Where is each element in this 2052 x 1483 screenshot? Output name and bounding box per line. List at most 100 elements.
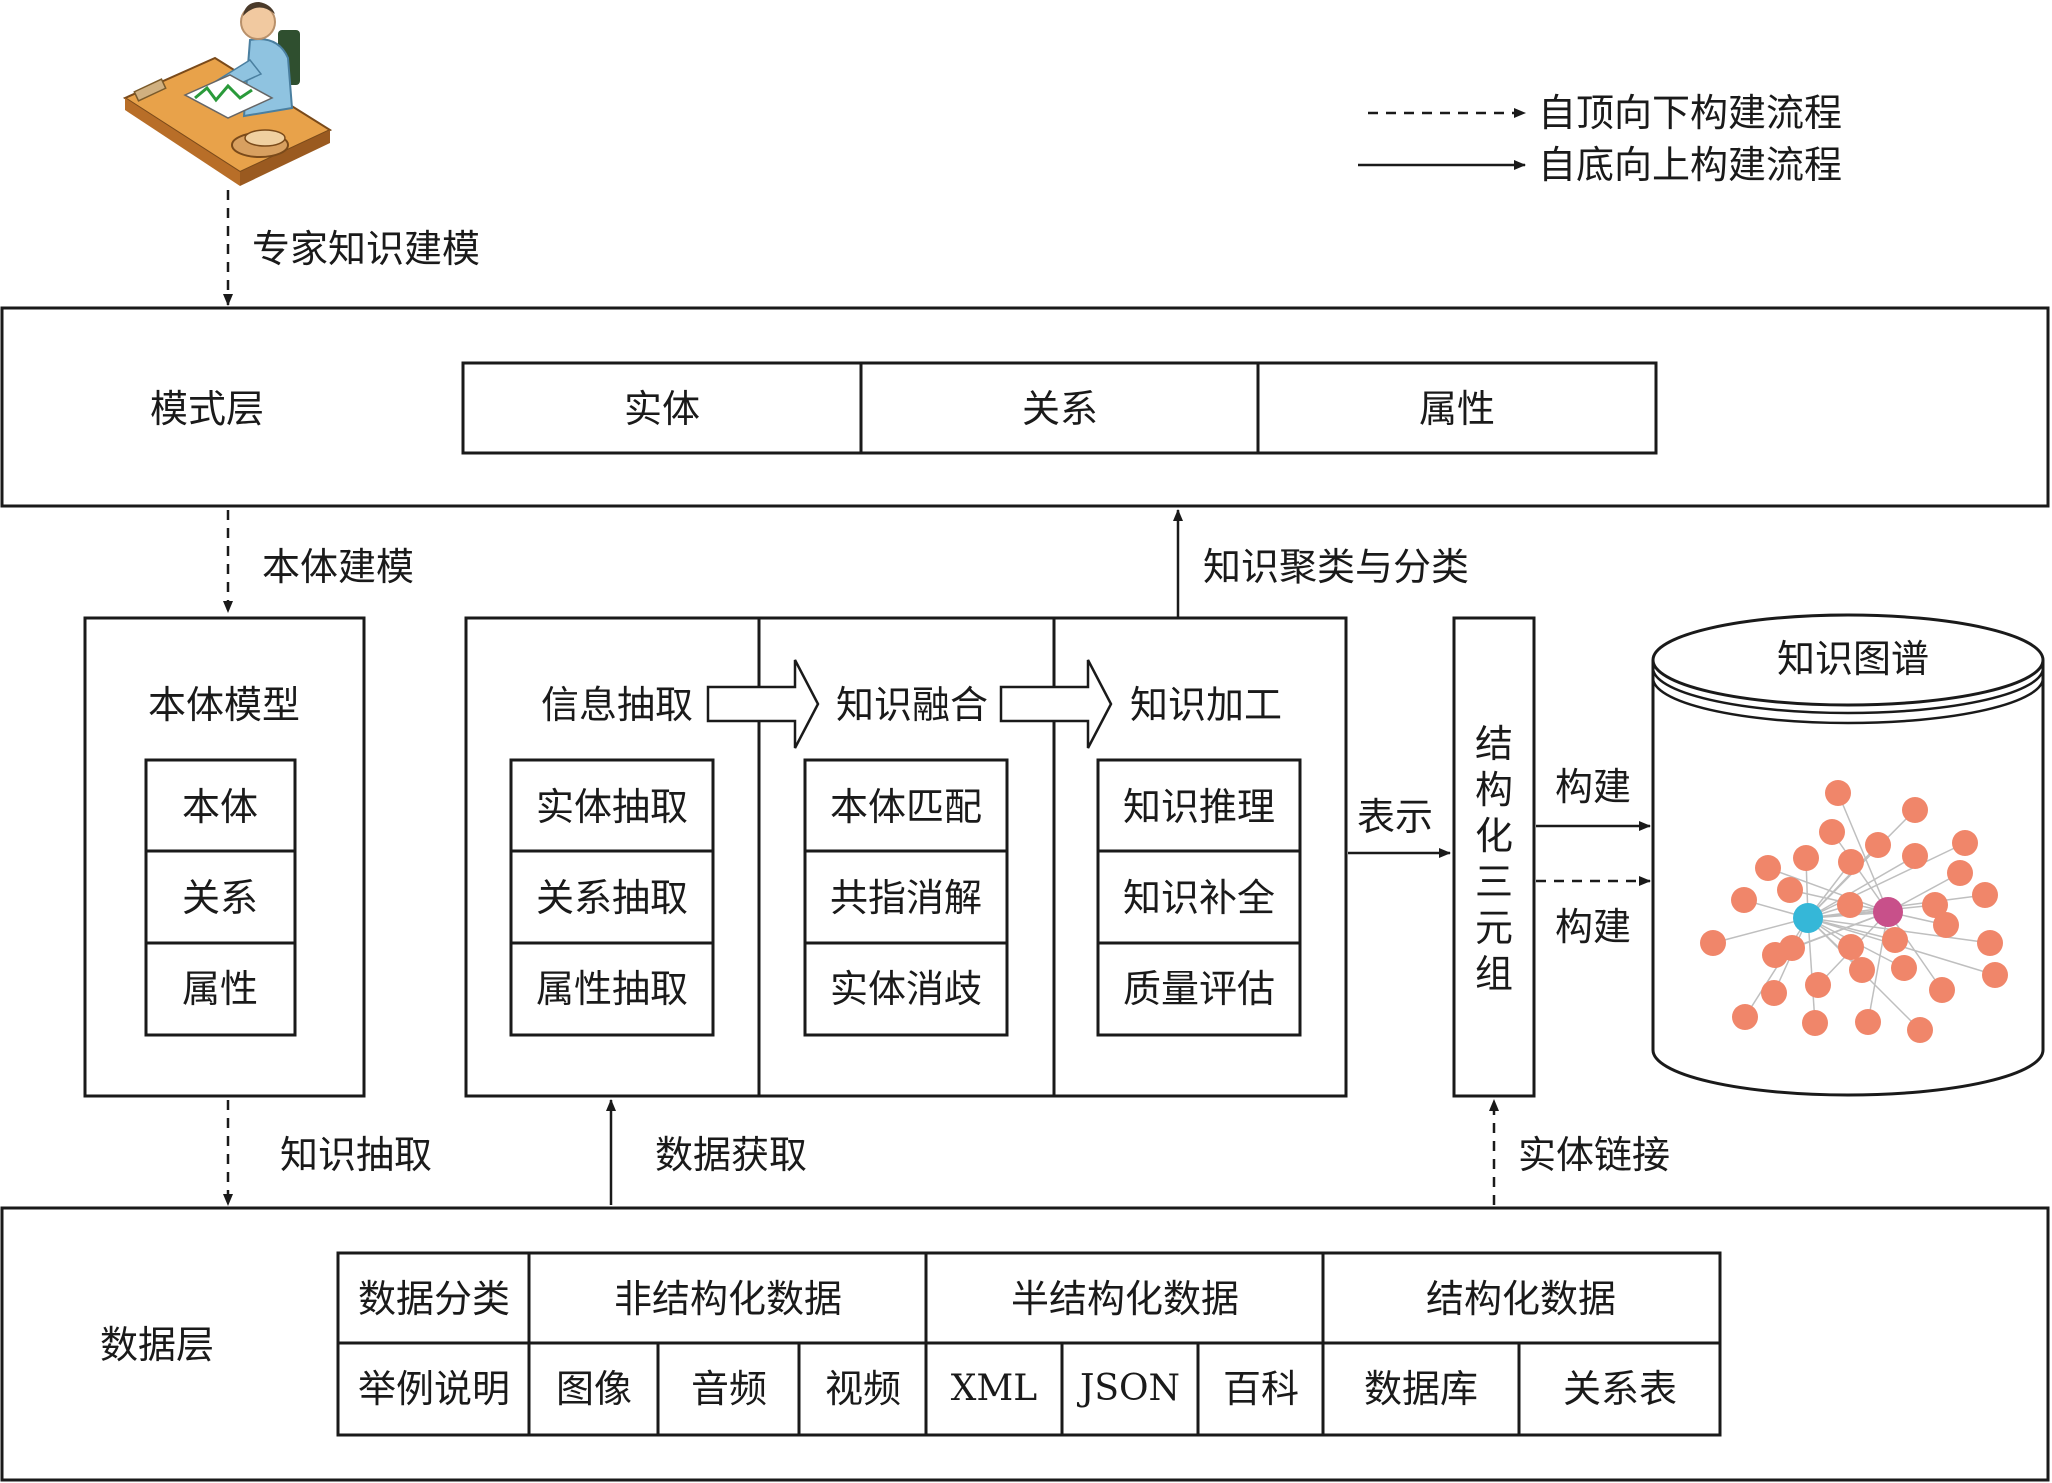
stage-knowledge-fusion-title: 知识融合: [836, 683, 988, 727]
legend-dashed-label: 自顶向下构建流程: [1538, 91, 1842, 135]
ontology-model-list: [144, 758, 297, 1037]
graph-node: [1731, 887, 1757, 913]
triple-char-6: 组: [1475, 952, 1513, 996]
graph-node: [1865, 832, 1891, 858]
ontology-model: 本体模型 本体 关系 属性: [83, 616, 366, 1098]
graph-node: [1929, 977, 1955, 1003]
graph-node: [1933, 912, 1959, 938]
graph-node: [1882, 927, 1908, 953]
legend-solid-label: 自底向上构建流程: [1538, 143, 1842, 187]
graph-node: [1922, 892, 1948, 918]
graph-node: [1838, 849, 1864, 875]
represent-label: 表示: [1357, 795, 1433, 839]
data-example-header: 举例说明: [358, 1367, 510, 1411]
cylinder-top: [1651, 613, 2045, 707]
example-video: 视频: [825, 1367, 901, 1411]
stage-information-extraction-list: [509, 758, 715, 1037]
expert-at-desk-icon: [122, 2, 333, 186]
knowledge-extraction-label: 知识抽取: [280, 1133, 432, 1177]
triple-char-3: 化: [1475, 814, 1513, 858]
graph-node: [1907, 1017, 1933, 1043]
item-knowledge-reasoning: 知识推理: [1123, 785, 1275, 829]
data-layer: 数据层 数据分类 举例说明 非结构化数据 半结构化数据 结构化数据 图像 音频 …: [0, 1206, 2050, 1482]
stage-knowledge-fusion-list: [803, 758, 1009, 1037]
example-database: 数据库: [1364, 1367, 1478, 1411]
triple-char-5: 元: [1475, 906, 1513, 950]
ontology-item-relation: 关系: [182, 876, 258, 920]
expert-modeling-label: 专家知识建模: [252, 227, 480, 271]
stage-knowledge-processing-list: [1096, 758, 1302, 1037]
process-pipeline: 信息抽取 实体抽取 关系抽取 属性抽取 知识融合 本体匹配 共指消解 实体消歧 …: [464, 616, 1348, 1098]
graph-node: [1732, 1004, 1758, 1030]
stage-transition-arrow-1: [706, 659, 820, 749]
stage-knowledge-processing-title: 知识加工: [1130, 683, 1282, 727]
example-json: JSON: [1076, 1368, 1180, 1409]
item-coreference-resolution: 共指消解: [830, 876, 982, 920]
ontology-model-title: 本体模型: [148, 683, 300, 727]
graph-node: [1837, 892, 1863, 918]
example-image: 图像: [556, 1367, 632, 1411]
item-ontology-matching: 本体匹配: [830, 785, 982, 829]
schema-entity-cell: 实体: [624, 387, 700, 431]
schema-layer: 模式层 实体 关系 属性: [0, 306, 2050, 508]
graph-node: [1902, 843, 1928, 869]
triple-char-1: 结: [1475, 722, 1513, 766]
ontology-item-ontology: 本体: [182, 785, 258, 829]
category-semi-structured: 半结构化数据: [1011, 1277, 1239, 1321]
knowledge-graph-network: [1700, 780, 2008, 1043]
triple-char-2: 构: [1475, 768, 1513, 812]
schema-cells-box: [461, 361, 1658, 455]
graph-node: [1761, 980, 1787, 1006]
graph-edge: [1837, 792, 1889, 913]
category-structured: 结构化数据: [1426, 1277, 1616, 1321]
schema-attribute-cell: 属性: [1419, 387, 1495, 431]
legend: 自顶向下构建流程 自底向上构建流程: [1358, 91, 1842, 187]
data-acquisition-label: 数据获取: [655, 1133, 807, 1177]
category-unstructured: 非结构化数据: [614, 1277, 842, 1321]
example-audio: 音频: [691, 1367, 767, 1411]
graph-node: [1838, 934, 1864, 960]
graph-node: [1891, 955, 1917, 981]
stage-information-extraction-title: 信息抽取: [541, 683, 693, 727]
graph-node: [1793, 845, 1819, 871]
graph-edge: [1712, 917, 1809, 944]
ontology-item-attribute: 属性: [182, 967, 258, 1011]
graph-node: [1777, 877, 1803, 903]
build-label-dashed: 构建: [1555, 905, 1631, 949]
graph-hub-node-a: [1793, 903, 1823, 933]
entity-linking-label: 实体链接: [1518, 1133, 1670, 1177]
graph-node: [1779, 935, 1805, 961]
graph-edge: [1807, 844, 1879, 919]
item-entity-disambiguation: 实体消歧: [830, 967, 982, 1011]
graph-edge: [1807, 842, 1966, 919]
stage-transition-arrow-2: [999, 659, 1113, 749]
build-label-solid: 构建: [1555, 765, 1631, 809]
structured-triple-box: [1452, 616, 1536, 1098]
graph-node: [1952, 830, 1978, 856]
structured-triple: 结 构 化 三 元 组: [1452, 616, 1536, 1098]
graph-node: [1902, 797, 1928, 823]
item-entity-extraction: 实体抽取: [536, 785, 688, 829]
knowledge-graph-database: 知识图谱: [1651, 613, 2045, 1097]
triple-char-4: 三: [1475, 860, 1513, 904]
graph-node: [1947, 860, 1973, 886]
graph-node: [1972, 882, 1998, 908]
graph-edge: [1807, 917, 1816, 1024]
graph-node: [1802, 1010, 1828, 1036]
item-attribute-extraction: 属性抽取: [536, 967, 688, 1011]
data-layer-title: 数据层: [100, 1323, 214, 1367]
graph-node: [1700, 930, 1726, 956]
graph-hub-node-b: [1873, 897, 1903, 927]
example-relational-table: 关系表: [1563, 1367, 1677, 1411]
knowledge-graph-title: 知识图谱: [1777, 637, 1929, 681]
item-quality-assessment: 质量评估: [1123, 967, 1275, 1011]
graph-edge: [1831, 831, 1889, 913]
graph-node: [1755, 855, 1781, 881]
example-xml: XML: [951, 1368, 1037, 1409]
graph-node: [1977, 930, 2003, 956]
graph-edge: [1867, 911, 1889, 1023]
graph-node: [1819, 819, 1845, 845]
graph-edge: [1767, 867, 1889, 913]
example-encyclopedia: 百科: [1223, 1367, 1299, 1411]
